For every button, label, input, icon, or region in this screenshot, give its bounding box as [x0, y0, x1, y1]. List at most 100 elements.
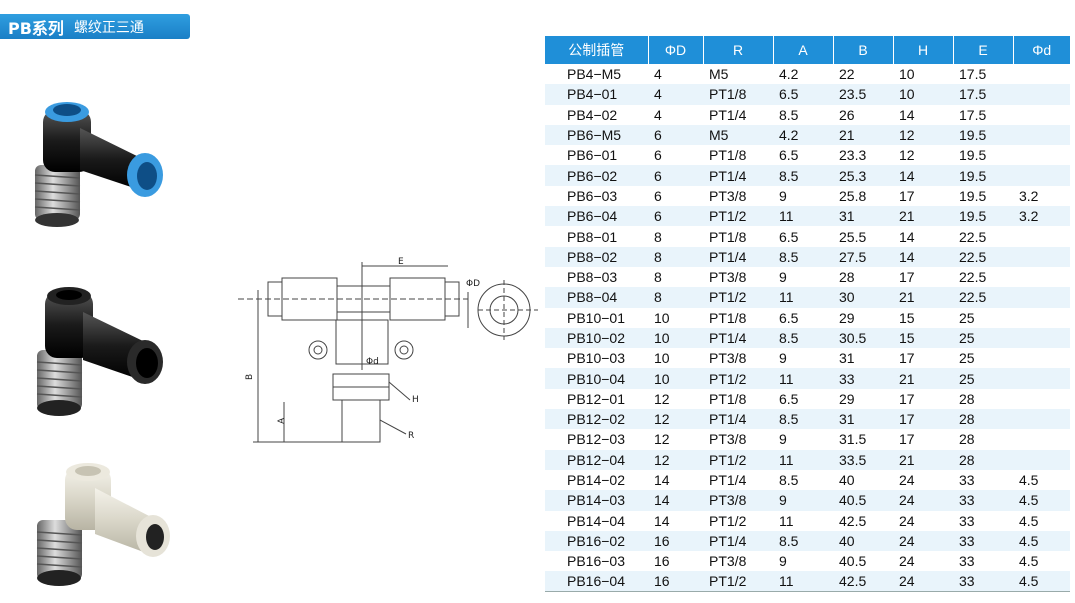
cell-od: 10 [648, 327, 703, 349]
cell-inner-d: 3.2 [1019, 187, 1039, 204]
cell-h: 24 [893, 530, 953, 552]
cell-e: 28 [959, 431, 975, 448]
cell-h: 21 [893, 287, 953, 308]
cell-od: 12 [648, 449, 703, 470]
cell-h: 21 [893, 368, 953, 389]
cell-e: 25 [953, 327, 1013, 349]
cell-b: 23.3 [839, 147, 867, 164]
cell-thread: PT3/8 [709, 553, 747, 570]
cell-e: 17.5 [953, 84, 1013, 105]
cell-inner-d: 4.5 [1019, 512, 1039, 529]
cell-thread: PT3/8 [709, 350, 747, 367]
cell-model: PB16−04 [545, 571, 648, 593]
cell-od: 6 [654, 187, 662, 204]
cell-model: PB6−M5 [545, 124, 648, 146]
cell-od: 6 [648, 206, 703, 227]
cell-b: 27.5 [833, 246, 893, 267]
cell-a: 9 [779, 269, 787, 286]
cell-model: PB6−04 [545, 206, 648, 227]
cell-e: 33 [953, 571, 1013, 593]
cell-e: 33 [953, 490, 1013, 511]
cell-b: 40 [833, 530, 893, 552]
cell-h: 17 [899, 350, 915, 367]
cell-e: 28 [953, 449, 1013, 470]
cell-h: 15 [893, 327, 953, 349]
dim-label-inner-d: Φd [366, 357, 379, 367]
series-header: PB系列 螺纹正三通 [0, 14, 190, 39]
cell-b: 31 [833, 409, 893, 430]
cell-inner-d [1013, 226, 1070, 246]
cell-model: PB14−02 [567, 472, 625, 489]
cell-model: PB8−03 [567, 269, 618, 286]
cell-b: 40 [839, 472, 855, 489]
cell-inner-d: 4.5 [1013, 530, 1070, 552]
cell-thread: PT1/4 [703, 530, 773, 552]
cell-inner-d: 4.5 [1013, 490, 1070, 511]
cell-h: 10 [899, 66, 915, 83]
header-r: R [702, 36, 773, 64]
cell-b: 31.5 [839, 431, 867, 448]
table-header-row: 公制插管 ΦD R A B H E Φd [545, 36, 1070, 64]
cell-h: 17 [899, 187, 915, 204]
cell-h: 17 [893, 409, 953, 430]
cell-inner-d [1013, 389, 1070, 409]
cell-od: 10 [654, 350, 670, 367]
cell-b: 31 [839, 350, 855, 367]
cell-thread: PT1/2 [703, 368, 773, 389]
cell-inner-d [1013, 84, 1070, 105]
cell-inner-d [1013, 246, 1070, 267]
cell-inner-d [1013, 124, 1070, 146]
cell-b: 40.5 [833, 490, 893, 511]
cell-od: 14 [648, 490, 703, 511]
cell-e: 28 [959, 390, 975, 407]
cell-thread: PT1/2 [703, 287, 773, 308]
header-h: H [892, 36, 953, 64]
header-a: A [772, 36, 833, 64]
cell-b: 31 [833, 206, 893, 227]
cell-b: 25.5 [839, 228, 867, 245]
cell-model: PB6−02 [545, 165, 648, 186]
cell-model: PB10−01 [567, 309, 625, 326]
cell-model: PB12−02 [545, 409, 648, 430]
dim-label-e: E [398, 257, 404, 267]
cell-h: 24 [899, 472, 915, 489]
cell-od: 16 [648, 530, 703, 552]
cell-a: 6.5 [779, 147, 799, 164]
cell-inner-d: 3.2 [1013, 206, 1070, 227]
cell-h: 12 [899, 147, 915, 164]
cell-a: 6.5 [779, 228, 799, 245]
cell-inner-d [1013, 165, 1070, 186]
cell-h: 24 [893, 571, 953, 593]
header-od: ΦD [647, 36, 703, 64]
cell-inner-d [1013, 348, 1070, 368]
cell-od: 8 [648, 246, 703, 267]
cell-a: 9 [779, 431, 787, 448]
cell-model: PB14−04 [567, 512, 625, 529]
cell-model: PB10−02 [545, 327, 648, 349]
cell-a: 8.5 [773, 327, 833, 349]
dim-label-r: R [408, 431, 414, 441]
cell-thread: PT3/8 [709, 269, 747, 286]
dim-label-b: B [245, 374, 255, 380]
cell-inner-d: 4.5 [1019, 553, 1039, 570]
cell-a: 11 [779, 512, 794, 529]
cell-thread: PT1/4 [703, 246, 773, 267]
cell-h: 10 [893, 84, 953, 105]
cell-e: 22.5 [959, 269, 987, 286]
cell-model: PB6−03 [567, 187, 618, 204]
series-subtitle: 螺纹正三通 [73, 19, 144, 36]
cell-a: 9 [779, 350, 787, 367]
